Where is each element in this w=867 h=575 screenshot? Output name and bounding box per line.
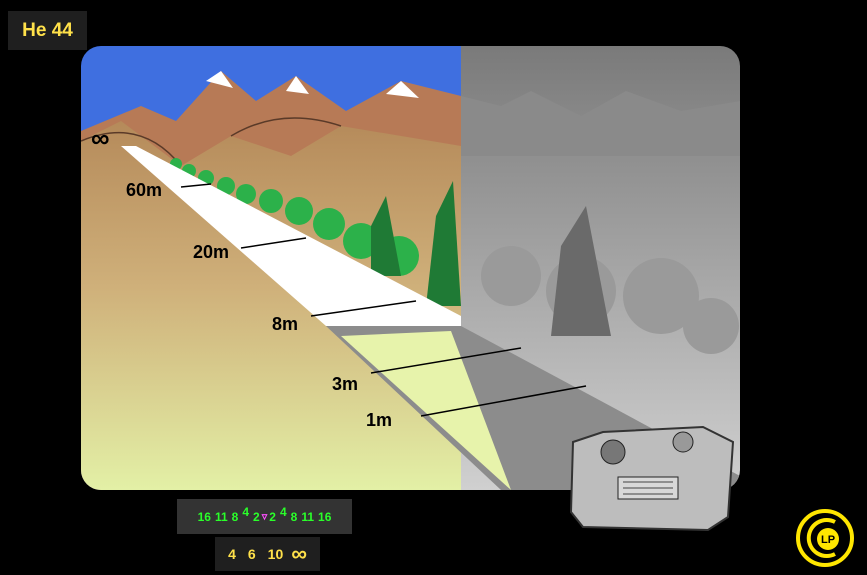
dof-right-16: 16	[318, 509, 332, 524]
distance-label-3m: 3m	[332, 374, 359, 394]
distance-label-60m: 60m	[126, 180, 163, 200]
dof-left-8: 8	[231, 509, 239, 524]
distance-scale: 4 6 10 ∞	[215, 537, 320, 571]
focus-index-icon: ▿	[261, 511, 268, 523]
dof-left-2: 2	[253, 509, 260, 524]
snow-cap	[386, 81, 419, 98]
lp-logo: LP	[796, 509, 854, 567]
dof-right-8: 8	[290, 509, 298, 524]
blurred-trees	[481, 206, 739, 354]
road-sharp	[121, 146, 461, 326]
infinity-label: ∞	[91, 123, 110, 153]
depth-of-field-scale: 16 11 8 4 2 ▿ 2 4 8 11 16	[177, 499, 352, 534]
camera-image	[569, 425, 735, 532]
page-title: He 44	[8, 11, 87, 50]
dof-left-4: 4	[242, 504, 250, 519]
distance-6: 6	[247, 546, 256, 562]
distance-infinity: ∞	[291, 541, 307, 566]
dof-left-16: 16	[197, 509, 211, 524]
snow-cap	[286, 76, 309, 94]
distance-label-1m: 1m	[366, 410, 393, 430]
ground	[81, 121, 461, 490]
dof-left-11: 11	[214, 509, 228, 524]
dof-right-2: 2	[269, 509, 276, 524]
distance-label-20m: 20m	[193, 242, 230, 262]
dof-right-4: 4	[279, 504, 287, 519]
distance-label-8m: 8m	[272, 314, 299, 334]
logo-text: LP	[821, 534, 835, 546]
dof-right-11: 11	[301, 509, 315, 524]
snow-cap	[206, 71, 233, 88]
distance-10: 10	[267, 546, 284, 562]
trees	[170, 158, 461, 306]
distance-4: 4	[228, 546, 236, 562]
